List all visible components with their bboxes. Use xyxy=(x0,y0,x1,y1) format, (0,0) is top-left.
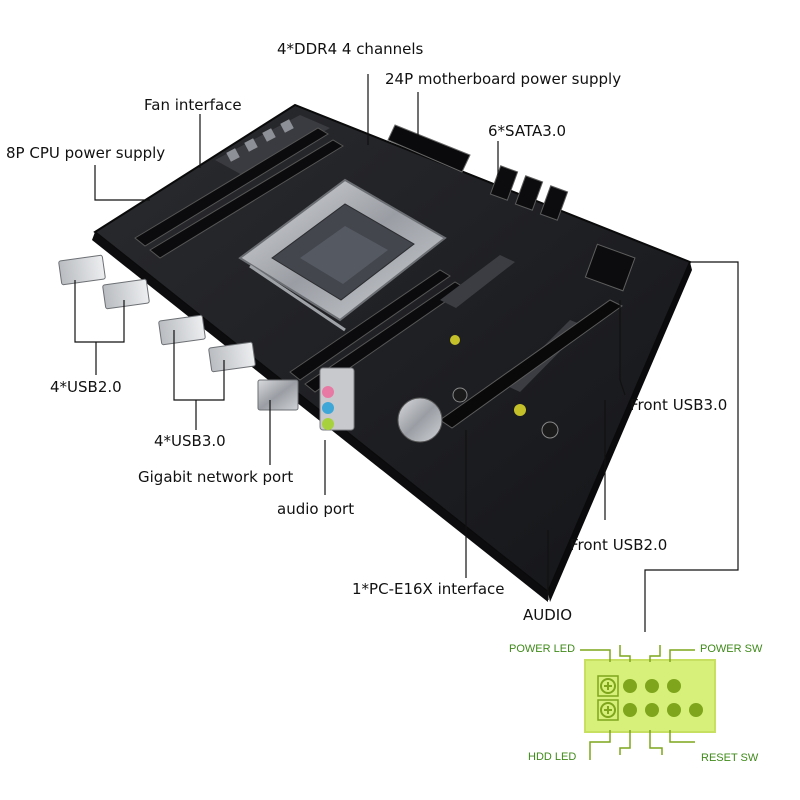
front-panel-header xyxy=(580,645,716,760)
cpu-socket xyxy=(238,178,447,332)
pcie-slot xyxy=(439,299,623,429)
leader-front-usb30 xyxy=(619,300,626,396)
label-audio-port: audio port xyxy=(277,500,355,518)
label-usb30: 4*USB3.0 xyxy=(154,432,226,450)
label-audio: AUDIO xyxy=(523,606,573,624)
label-reset-sw: RESET SW xyxy=(701,752,759,764)
leader-front-panel xyxy=(644,261,739,632)
vrm-chokes xyxy=(215,115,330,176)
power-24p-connector xyxy=(387,124,471,173)
label-hdd-led: HDD LED xyxy=(528,751,577,763)
leader-cpu-power xyxy=(94,165,150,201)
label-power-led: POWER LED xyxy=(509,643,576,655)
label-24p-power: 24P motherboard power supply xyxy=(385,70,622,88)
board-components xyxy=(397,243,636,443)
leader-usb20 xyxy=(74,280,125,343)
pin-row-top xyxy=(597,675,681,697)
label-usb20: 4*USB2.0 xyxy=(50,378,122,396)
label-cpu-power: 8P CPU power supply xyxy=(6,144,166,162)
label-pcie: 1*PC-E16X interface xyxy=(352,580,505,598)
label-front-usb30: Front USB3.0 xyxy=(630,396,728,414)
rear-io xyxy=(58,254,355,431)
sata-ports xyxy=(489,165,569,221)
label-sata: 6*SATA3.0 xyxy=(488,122,567,140)
leader-usb30 xyxy=(173,330,225,401)
label-ddr4: 4*DDR4 4 channels xyxy=(277,40,424,58)
pin-row-bottom xyxy=(597,699,703,721)
cmos-battery xyxy=(397,397,443,443)
ddr4-slots xyxy=(134,127,466,393)
label-fan-interface: Fan interface xyxy=(144,96,242,114)
motherboard-board xyxy=(92,103,692,602)
label-power-sw: POWER SW xyxy=(700,643,763,655)
leader-lines xyxy=(74,74,739,632)
label-front-usb20: Front USB2.0 xyxy=(570,536,668,554)
label-network-port: Gigabit network port xyxy=(138,468,294,486)
